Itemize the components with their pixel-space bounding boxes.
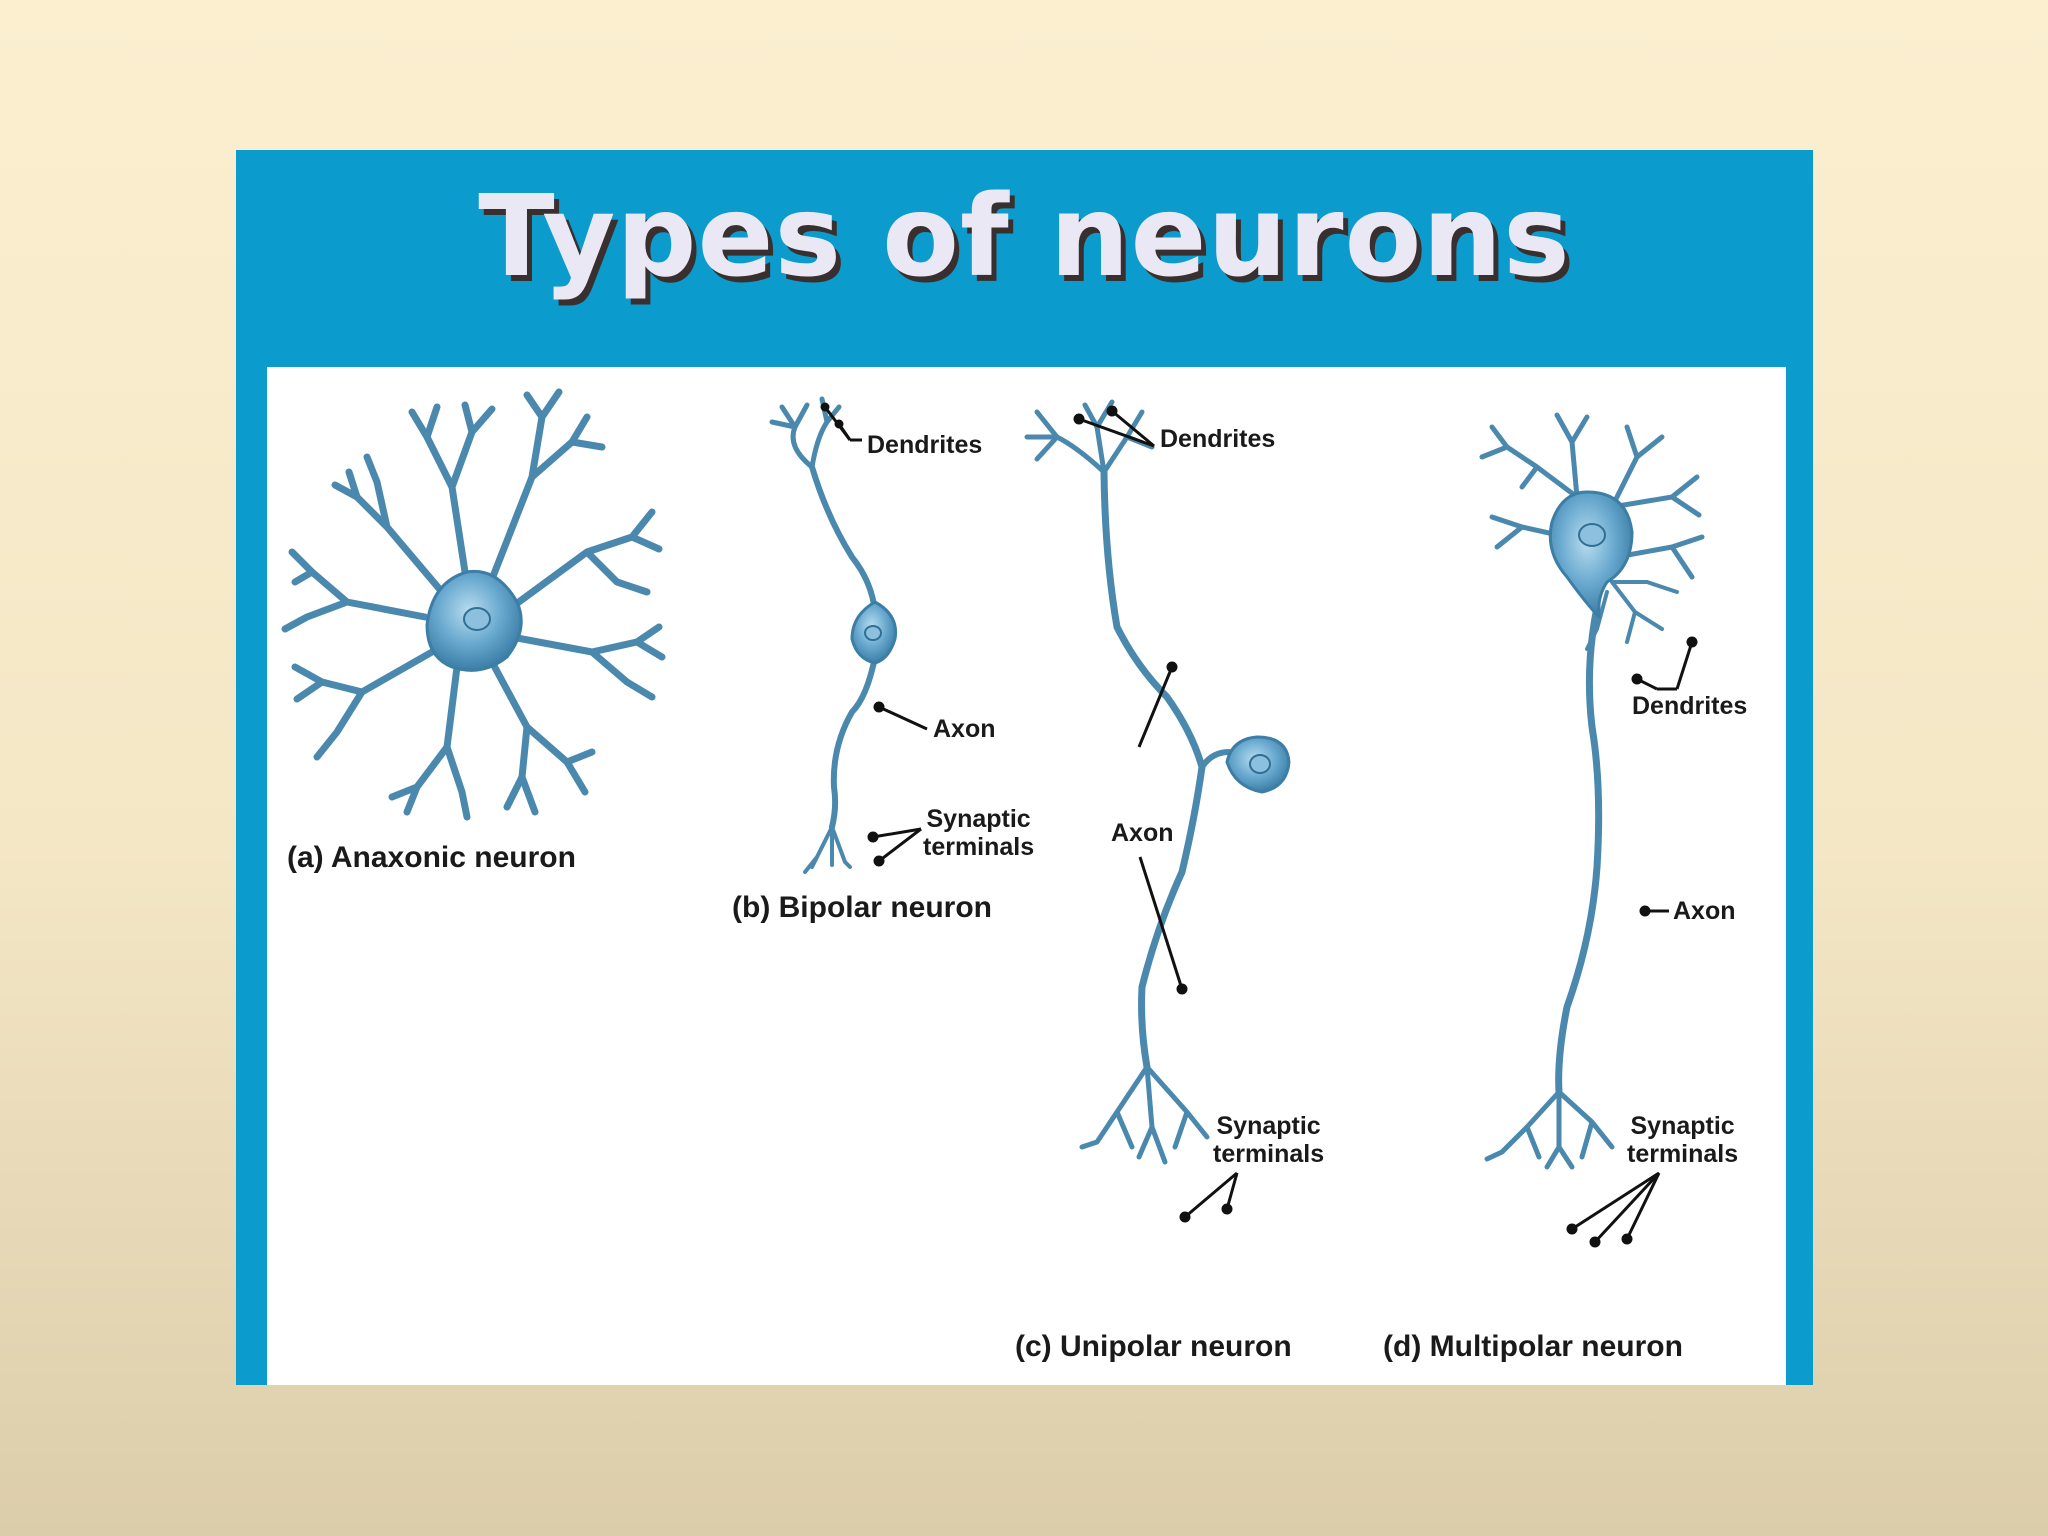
label-multipolar-axon: Axon — [1673, 897, 1736, 925]
diagram-panel: (a) Anaxonic neuron Dendrites Axon Synap… — [267, 367, 1786, 1385]
label-bipolar-synaptic-line1: Synaptic — [926, 805, 1031, 833]
multipolar-leaders — [1566, 636, 1698, 1248]
unipolar-peripheral-axon — [1100, 468, 1206, 1071]
caption-unipolar: (c) Unipolar neuron — [1015, 1330, 1292, 1363]
label-multipolar-synaptic-line2: terminals — [1627, 1140, 1739, 1168]
multipolar-neuron — [1479, 412, 1705, 1170]
anaxonic-neuron — [281, 388, 666, 821]
multipolar-dendrites — [1479, 412, 1705, 580]
bipolar-leaders — [820, 402, 928, 867]
label-unipolar-synaptic-line1: Synaptic — [1216, 1112, 1321, 1140]
label-bipolar-axon: Axon — [933, 715, 996, 743]
bipolar-nucleus — [864, 625, 882, 641]
label-multipolar-synaptic-line1: Synaptic — [1630, 1112, 1735, 1140]
bipolar-terminals — [803, 825, 852, 874]
anaxonic-dendrites — [281, 388, 666, 821]
caption-multipolar: (d) Multipolar neuron — [1383, 1330, 1683, 1363]
bipolar-upper-process — [809, 464, 878, 615]
label-unipolar-dendrites: Dendrites — [1160, 425, 1276, 453]
unipolar-terminals — [1079, 1064, 1210, 1165]
multipolar-lower-dendrites — [1585, 580, 1679, 651]
label-multipolar-synaptic-terminals: Synaptic terminals — [1627, 1112, 1738, 1168]
bipolar-axon — [829, 654, 878, 830]
bipolar-dendrites — [769, 396, 842, 470]
slide-title: Types of neurons — [478, 172, 1571, 302]
unipolar-nucleus — [1249, 754, 1271, 774]
slide: Types of neurons — [236, 150, 1813, 1385]
label-unipolar-axon: Axon — [1111, 819, 1174, 847]
caption-anaxonic: (a) Anaxonic neuron — [287, 841, 576, 874]
unipolar-neuron — [1024, 399, 1291, 1165]
multipolar-axon — [1555, 603, 1603, 1096]
unipolar-stem — [1199, 749, 1232, 770]
label-bipolar-synaptic-line2: terminals — [923, 833, 1035, 861]
unipolar-leaders — [1073, 405, 1239, 1223]
bipolar-neuron — [769, 396, 898, 874]
multipolar-soma — [1548, 490, 1634, 619]
label-bipolar-dendrites: Dendrites — [867, 431, 983, 459]
label-multipolar-dendrites: Dendrites — [1632, 692, 1748, 720]
multipolar-terminals — [1484, 1089, 1615, 1170]
label-bipolar-synaptic-terminals: Synaptic terminals — [923, 805, 1034, 861]
label-unipolar-synaptic-terminals: Synaptic terminals — [1213, 1112, 1324, 1168]
neuron-diagram — [281, 388, 1705, 1248]
multipolar-nucleus — [1578, 523, 1606, 547]
caption-bipolar: (b) Bipolar neuron — [732, 891, 992, 924]
anaxonic-nucleus — [463, 607, 491, 631]
label-unipolar-synaptic-line2: terminals — [1213, 1140, 1325, 1168]
